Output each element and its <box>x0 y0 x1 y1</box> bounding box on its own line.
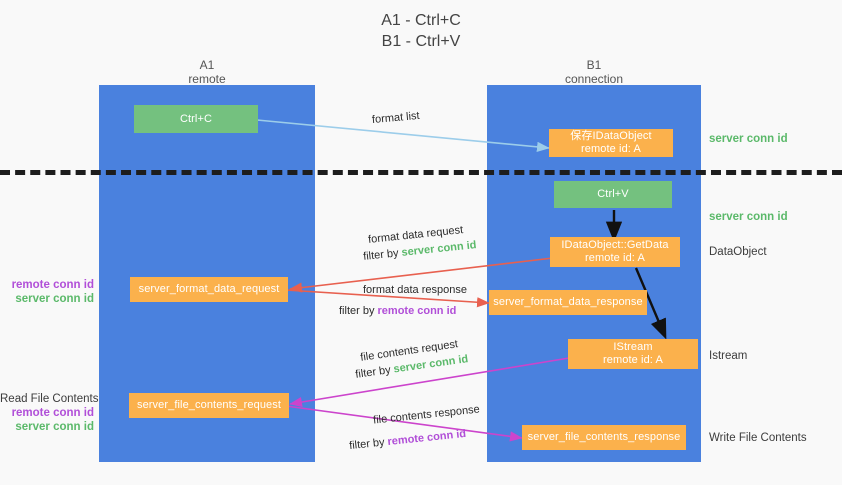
label-server-conn-id-mid: server conn id <box>709 211 788 223</box>
phase-divider <box>0 170 842 175</box>
box-ctrl-c: Ctrl+C <box>134 105 258 133</box>
box-server-format-data-response: server_format_data_response <box>489 290 647 315</box>
box-getdata-line1: IDataObject::GetData <box>561 239 669 251</box>
page-title: A1 - Ctrl+C B1 - Ctrl+V <box>381 12 461 50</box>
label-server-conn-id-top: server conn id <box>709 133 788 145</box>
label-format-data-request-filter-prefix: filter by <box>362 246 403 263</box>
box-ctrl-v: Ctrl+V <box>554 181 672 208</box>
label-istream: Istream <box>709 350 748 362</box>
label-file-contents-response: file contents response <box>372 403 481 427</box>
box-server-format-data-request-label: server_format_data_request <box>138 283 280 295</box>
label-read-file-contents: Read File Contents <box>0 393 99 405</box>
label-format-list: format list <box>371 109 421 127</box>
box-ctrl-c-label: Ctrl+C <box>179 112 213 125</box>
column-header-a1-sub: remote <box>188 72 226 86</box>
label-file-contents-response-filter-prefix: filter by <box>348 436 389 453</box>
box-server-format-data-response-label: server_format_data_response <box>493 296 643 308</box>
column-header-b1-sub: connection <box>564 72 624 86</box>
box-istream-line1: IStream <box>613 341 653 353</box>
label-format-data-response-filter-prefix: filter by <box>339 305 378 317</box>
column-header-a1: A1 remote <box>107 58 307 86</box>
label-format-data-response-filter: filter by remote conn id <box>339 304 456 319</box>
label-format-remote-conn-id: remote conn id <box>11 279 94 291</box>
label-format-data-response: format data response <box>363 284 467 296</box>
label-format-conn-ids: remote conn id server conn id <box>0 278 94 306</box>
label-write-file-contents: Write File Contents <box>709 432 807 444</box>
label-read-file-contents-group: Read File Contents remote conn id server… <box>0 392 99 434</box>
box-save-dataobject-line1: 保存IDataObject <box>570 130 652 142</box>
label-dataobject: DataObject <box>709 246 767 258</box>
box-server-file-contents-response-label: server_file_contents_response <box>527 431 681 443</box>
box-server-file-contents-request: server_file_contents_request <box>129 393 289 418</box>
column-header-b1-name: B1 <box>586 58 602 72</box>
label-file-remote-conn-id: remote conn id <box>11 407 94 419</box>
label-format-server-conn-id: server conn id <box>15 293 94 305</box>
box-getdata: IDataObject::GetData remote id: A <box>550 237 680 267</box>
label-file-contents-response-filter-value: remote conn id <box>386 427 467 449</box>
label-file-server-conn-id: server conn id <box>15 421 94 433</box>
box-save-dataobject: 保存IDataObject remote id: A <box>549 129 673 157</box>
label-file-contents-response-filter: filter by remote conn id <box>349 427 467 454</box>
box-getdata-line2: remote id: A <box>585 252 645 264</box>
box-server-format-data-request: server_format_data_request <box>130 277 288 302</box>
box-ctrl-v-label: Ctrl+V <box>597 188 629 200</box>
box-istream-line2: remote id: A <box>603 354 663 366</box>
column-header-b1: B1 connection <box>494 58 694 86</box>
column-header-a1-name: A1 <box>199 58 215 72</box>
box-server-file-contents-request-label: server_file_contents_request <box>136 399 282 411</box>
label-file-contents-request-filter-prefix: filter by <box>354 363 395 381</box>
box-save-dataobject-line2: remote id: A <box>581 143 641 155</box>
label-format-data-response-filter-value: remote conn id <box>377 305 457 317</box>
box-istream: IStream remote id: A <box>568 339 698 369</box>
box-server-file-contents-response: server_file_contents_response <box>522 425 686 450</box>
